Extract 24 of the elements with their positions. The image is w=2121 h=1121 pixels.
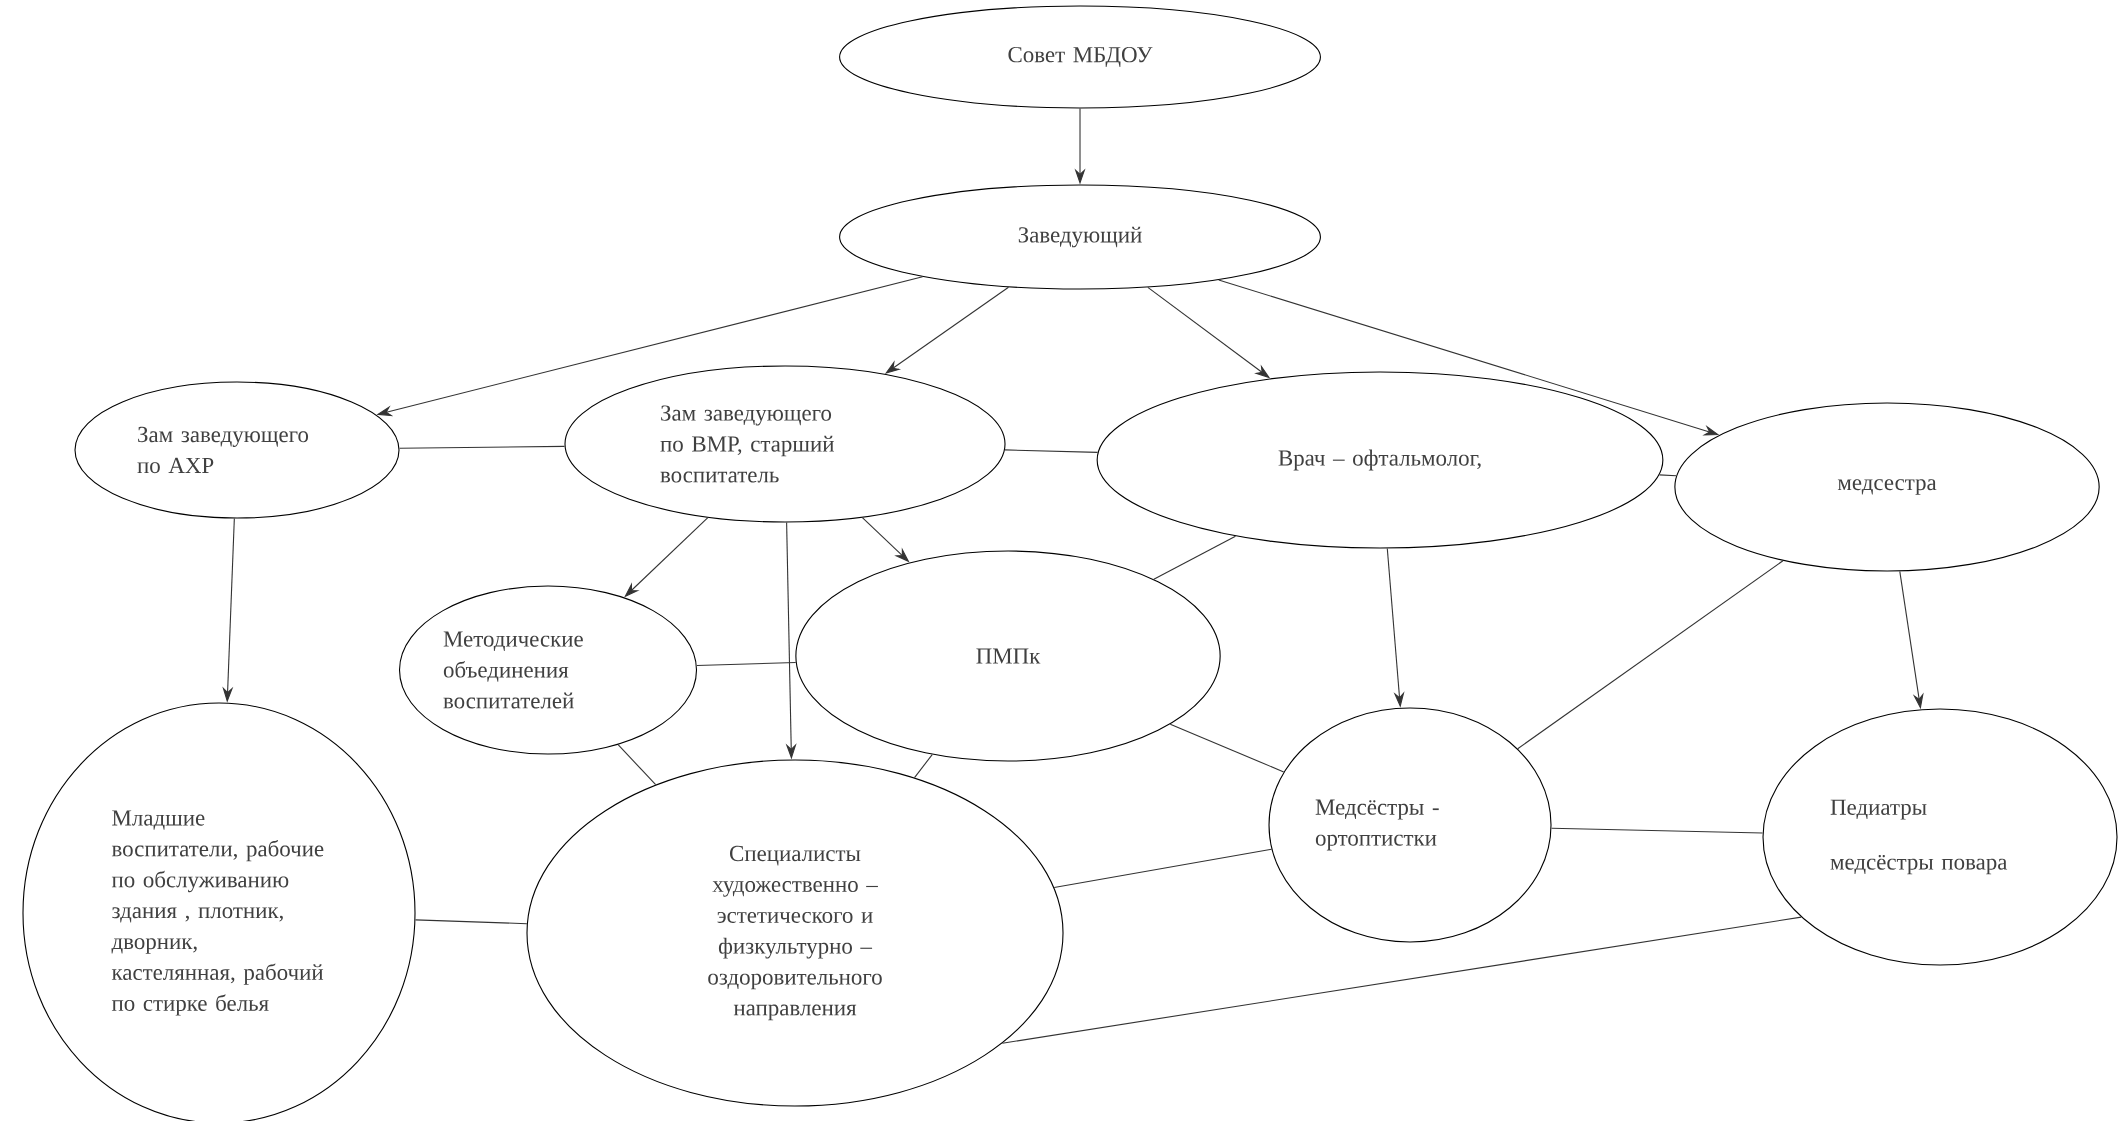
connector-line (1053, 848, 1273, 889)
ellipse-node: медсестра (1674, 402, 2100, 572)
ellipse-node: Зам заведующего по ВМР, старший воспитатель (564, 365, 1006, 523)
ellipse-node: ПМПк (795, 550, 1221, 762)
connector-line (1153, 535, 1236, 580)
connector-line (617, 744, 657, 786)
connector-line (414, 919, 528, 925)
ellipse-node: Заведующий (839, 184, 1321, 290)
connector-line (696, 661, 797, 667)
ellipse-node: Медсёстры - ортоптистки (1268, 707, 1552, 943)
connector-line (1517, 560, 1784, 750)
ellipse-node: Методические объединения воспитателей (398, 585, 698, 755)
ellipse-node: Врач – офтальмолог, (1096, 371, 1664, 549)
connector-line (1658, 474, 1677, 477)
connector-line (398, 445, 566, 449)
connector-line (1001, 916, 1802, 1044)
ellipse-node: Зам заведующего по АХР (74, 381, 400, 519)
connector-line (1004, 449, 1099, 453)
ellipse-node: Совет МБДОУ (839, 5, 1321, 109)
connector-line (1550, 827, 1764, 834)
ellipse-node: Педиатры медсёстры повара (1762, 708, 2118, 966)
connector-line (913, 754, 933, 779)
ellipse-node: Специалисты художественно – эстетического и физкультурно – оздоровительного направления (526, 759, 1064, 1107)
connector-line (1169, 723, 1285, 773)
